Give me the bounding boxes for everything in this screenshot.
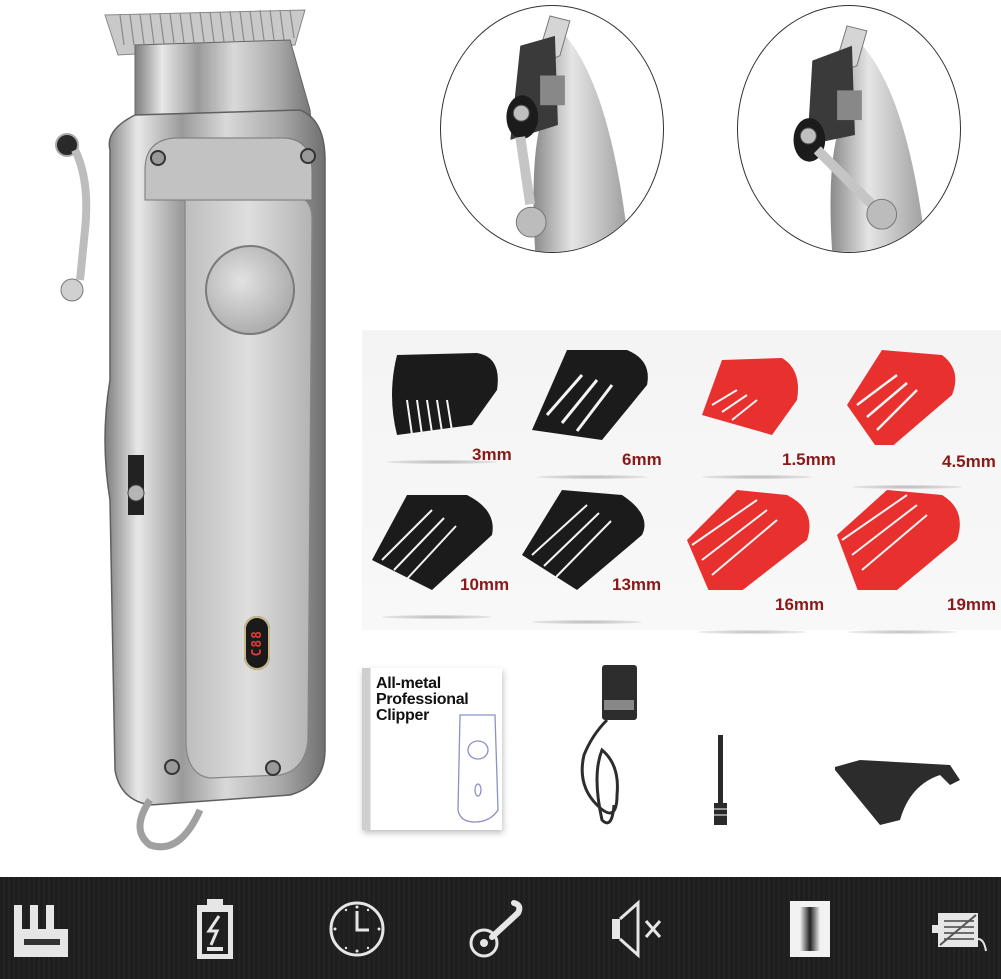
comb-size-label: 1.5mm (782, 450, 836, 469)
guide-comb-13mm: 13mm (522, 490, 672, 624)
red-comb-icon (847, 350, 956, 445)
metal-body-icon (780, 899, 840, 959)
battery-charging-icon (185, 899, 245, 959)
black-comb-icon (372, 495, 493, 590)
taper-lever-open-detail (737, 5, 961, 253)
black-comb-icon (392, 353, 498, 436)
comb-size-label: 6mm (622, 450, 662, 469)
lcd-display-value: C88 (249, 629, 265, 657)
mute-speaker-icon (608, 899, 668, 959)
guide-comb-3mm: 3mm (377, 345, 527, 475)
guide-comb-10mm: 10mm (372, 490, 522, 620)
taper-lever-icon (466, 899, 526, 959)
red-comb-icon (687, 490, 810, 590)
lcd-display: C88 (244, 616, 270, 670)
power-adapter-icon (580, 665, 637, 825)
guide-combs-panel: 3mm 6mm 1.5mm 4.5mm 10mm (362, 330, 1001, 634)
motor-icon (930, 899, 990, 959)
blade-guard-icon (835, 760, 960, 825)
guide-comb-16mm: 16mm (687, 490, 837, 634)
comb-size-label: 13mm (612, 575, 662, 594)
red-comb-icon (702, 358, 798, 435)
comb-size-label: 3mm (472, 445, 512, 464)
clipper-outline-icon (457, 714, 499, 823)
clipper-illustration (55, 9, 326, 851)
blade-guard (830, 755, 960, 827)
taper-lever-closed-detail (440, 5, 664, 253)
cleaning-brush (712, 735, 728, 827)
black-comb-icon (522, 490, 645, 590)
black-comb-icon (532, 350, 648, 440)
blade-comb-icon (12, 899, 72, 959)
guide-comb-19mm: 19mm (837, 490, 996, 634)
comb-size-label: 16mm (775, 595, 825, 614)
clock-icon (327, 899, 387, 959)
guide-comb-6mm: 6mm (527, 345, 677, 479)
main-clipper-image: C88 (40, 0, 340, 860)
manual-title: All-metal Professional Clipper (376, 675, 469, 724)
red-comb-icon (837, 490, 960, 590)
comb-size-label: 19mm (947, 595, 997, 614)
cleaning-brush-icon (714, 735, 727, 825)
feature-icon-bar (0, 877, 1001, 979)
power-adapter (572, 655, 652, 835)
comb-size-label: 4.5mm (942, 452, 996, 471)
guide-comb-1.5mm: 1.5mm (692, 350, 842, 480)
user-manual: All-metal Professional Clipper (362, 668, 502, 830)
guide-comb-4.5mm: 4.5mm (842, 345, 996, 489)
comb-size-label: 10mm (460, 575, 510, 594)
